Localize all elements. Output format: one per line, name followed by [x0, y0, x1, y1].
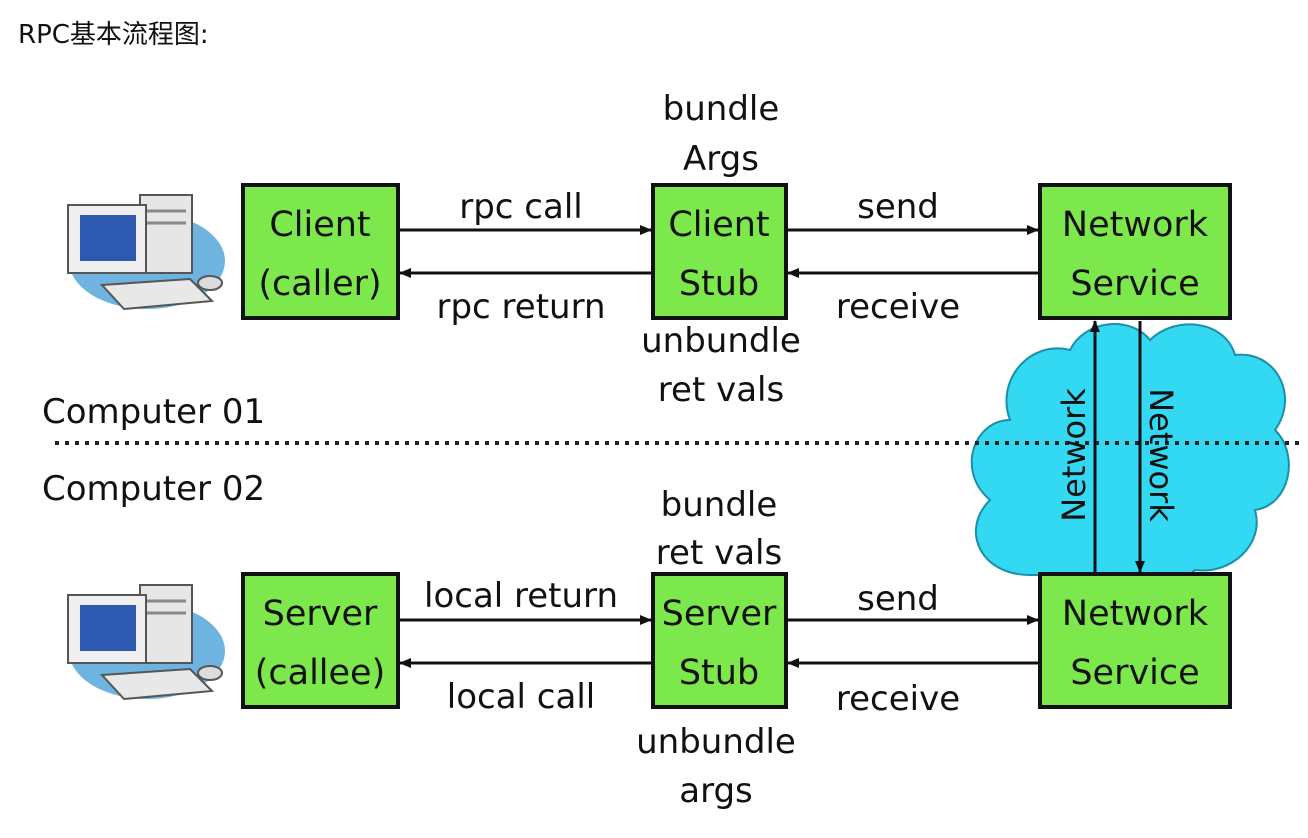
rpc-call-label: rpc call: [459, 187, 582, 227]
network-service-top-line1: Network: [1062, 205, 1209, 245]
computer-icon: [67, 584, 225, 701]
computer-icon: [67, 194, 225, 311]
local-return-label: local return: [424, 576, 618, 616]
server-stub-line2: Stub: [679, 653, 759, 693]
network-cloud: [970, 323, 1290, 587]
page-title: RPC基本流程图:: [18, 20, 209, 50]
client-caller-line1: Client: [269, 205, 370, 245]
network-left-label: Network: [1055, 388, 1093, 522]
client-stub-line2: Stub: [679, 264, 759, 304]
network-service-top-box: Network Service: [1038, 183, 1232, 320]
network-service-bottom-line2: Service: [1070, 653, 1199, 693]
send-top-label: send: [857, 187, 939, 227]
local-call-label: local call: [447, 677, 595, 717]
network-right-label: Network: [1142, 388, 1180, 522]
network-service-bottom-line1: Network: [1062, 594, 1209, 634]
computer-01-label: Computer 01: [42, 392, 265, 432]
network-service-top-line2: Service: [1070, 264, 1199, 304]
network-service-bottom-box: Network Service: [1038, 572, 1232, 709]
client-stub-line1: Client: [668, 205, 769, 245]
top-unbundle-line2: ret vals: [658, 370, 784, 410]
receive-bottom-label: receive: [836, 679, 960, 719]
receive-top-label: receive: [836, 287, 960, 327]
client-stub-box: Client Stub: [651, 183, 788, 320]
bottom-bundle-line1: bundle: [661, 485, 778, 525]
bottom-bundle-line2: ret vals: [656, 533, 782, 573]
server-callee-box: Server (callee): [241, 572, 400, 709]
server-callee-line1: Server: [263, 594, 378, 634]
bottom-unbundle-line1: unbundle: [636, 722, 796, 762]
send-bottom-label: send: [857, 579, 939, 619]
computer-02-label: Computer 02: [42, 469, 265, 509]
bottom-unbundle-line2: args: [679, 771, 753, 811]
top-unbundle-line1: unbundle: [641, 321, 801, 361]
top-bundle-line2: Args: [683, 139, 759, 179]
server-stub-box: Server Stub: [651, 572, 788, 709]
client-caller-line2: (caller): [258, 264, 381, 304]
rpc-return-label: rpc return: [436, 287, 605, 327]
server-callee-line2: (callee): [255, 653, 386, 693]
top-bundle-line1: bundle: [663, 89, 780, 129]
client-caller-box: Client (caller): [241, 183, 400, 320]
server-stub-line1: Server: [662, 594, 777, 634]
